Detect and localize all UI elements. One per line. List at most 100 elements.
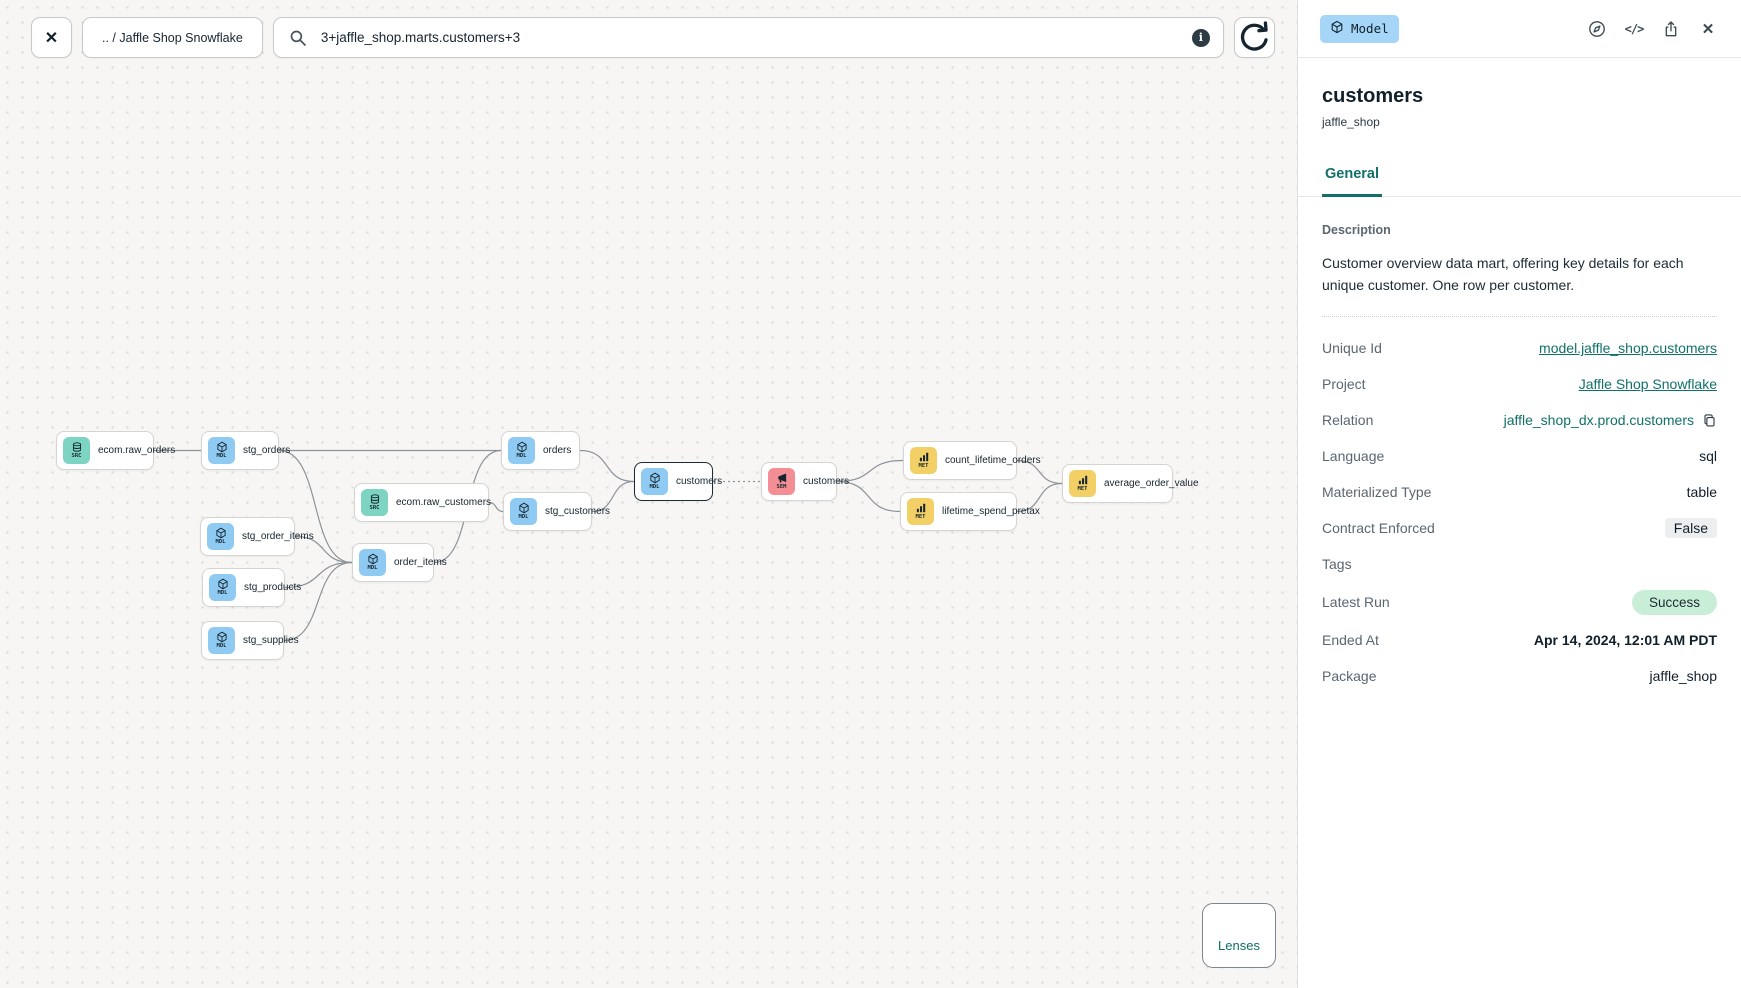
node-label: ecom.raw_customers xyxy=(396,497,492,508)
edge-stg_orders-to-order_items xyxy=(278,449,353,564)
cube-icon: MDL xyxy=(208,627,235,654)
graph-node-stg_products[interactable]: MDL stg_products xyxy=(202,568,301,607)
lenses-button[interactable]: Lenses xyxy=(1202,903,1276,968)
resource-type-badge: Model xyxy=(1320,14,1399,43)
graph-node-ecom.raw_orders[interactable]: SRC ecom.raw_orders xyxy=(56,431,175,470)
field-value: model.jaffle_shop.customers xyxy=(1539,340,1717,356)
graph-node-lifetime_spend_pretax[interactable]: MET lifetime_spend_pretax xyxy=(900,492,1040,531)
panel-actions: </> ✕ xyxy=(1586,18,1719,40)
field-value: jaffle_shop_dx.prod.customers xyxy=(1504,412,1717,428)
search-icon xyxy=(287,27,309,49)
panel-body: customers jaffle_shop General Descriptio… xyxy=(1298,58,1741,988)
edge-count_lifetime_orders-to-average_order_value xyxy=(1016,459,1063,485)
field-label: Project xyxy=(1322,376,1366,393)
node-label: ecom.raw_orders xyxy=(98,445,176,456)
node-label: stg_order_items xyxy=(242,531,314,542)
field-label: Language xyxy=(1322,448,1385,465)
code-icon[interactable]: </> xyxy=(1624,21,1645,36)
field-label: Unique Id xyxy=(1322,340,1382,357)
description-text: Customer overview data mart, offering ke… xyxy=(1322,255,1684,294)
node-label: order_items xyxy=(394,557,447,568)
lineage-search[interactable]: i xyxy=(272,17,1224,58)
field-value: False xyxy=(1664,518,1717,539)
refresh-button[interactable] xyxy=(1233,17,1275,58)
field-label: Package xyxy=(1322,668,1377,685)
relation-value: jaffle_shop_dx.prod.customers xyxy=(1503,412,1694,429)
field-label: Materialized Type xyxy=(1322,484,1432,501)
field-label: Relation xyxy=(1322,412,1374,429)
tab-general[interactable]: General xyxy=(1322,156,1382,197)
field-label: Tags xyxy=(1322,556,1352,573)
cube-icon: MDL xyxy=(207,523,234,550)
explore-compass-icon[interactable] xyxy=(1586,18,1608,40)
close-lineage-button[interactable]: ✕ xyxy=(31,17,72,58)
resource-type-label: Model xyxy=(1351,21,1389,36)
breadcrumb[interactable]: .. / Jaffle Shop Snowflake xyxy=(82,17,263,58)
cube-icon: MDL xyxy=(209,574,236,601)
lenses-label: Lenses xyxy=(1218,938,1260,953)
edge-customers_sem-to-count_lifetime_orders xyxy=(836,459,904,483)
field-value: Success xyxy=(1631,589,1717,615)
copy-icon[interactable] xyxy=(1702,413,1717,428)
dotted-divider xyxy=(1322,315,1717,317)
node-label: lifetime_spend_pretax xyxy=(942,506,1040,517)
contract-chip: False xyxy=(1664,518,1717,539)
node-label: stg_orders xyxy=(243,445,291,456)
edge-customers_sem-to-lifetime_spend_pretax xyxy=(836,480,901,513)
lineage-edges xyxy=(154,449,1063,642)
details-panel: Model </> ✕ customers jaffle_shop Genera… xyxy=(1298,0,1741,988)
field-label: Latest Run xyxy=(1322,594,1390,611)
bar-chart-icon: MET xyxy=(910,447,937,474)
node-label: average_order_value xyxy=(1104,478,1199,489)
node-label: stg_products xyxy=(244,582,302,593)
search-input[interactable] xyxy=(318,29,1182,46)
panel-tabs: General xyxy=(1298,156,1741,197)
description-label: Description xyxy=(1322,223,1391,237)
field-label: Ended At xyxy=(1322,632,1379,649)
graph-node-stg_order_items[interactable]: MDL stg_order_items xyxy=(200,517,314,556)
field-row-package: Package jaffle_shop xyxy=(1322,666,1717,687)
lineage-toolbar: ✕ .. / Jaffle Shop Snowflake i xyxy=(31,17,1275,58)
field-row-contract-enforced: Contract Enforced False xyxy=(1322,518,1717,539)
field-row-latest-run: Latest Run Success xyxy=(1322,589,1717,615)
field-link[interactable]: model.jaffle_shop.customers xyxy=(1539,340,1717,357)
edge-orders-to-customers xyxy=(579,449,635,483)
share-icon[interactable] xyxy=(1660,18,1682,40)
node-label: customers xyxy=(676,476,723,487)
status-badge: Success xyxy=(1631,589,1717,615)
field-value: jaffle_shop xyxy=(1649,668,1717,685)
graph-node-customers[interactable]: MDL customers xyxy=(634,462,722,501)
close-panel-icon[interactable]: ✕ xyxy=(1701,20,1715,38)
field-row-materialized-type: Materialized Type table xyxy=(1322,482,1717,503)
edge-stg_products-to-order_items xyxy=(284,561,353,589)
field-row-unique-id: Unique Id model.jaffle_shop.customers xyxy=(1322,338,1717,359)
info-icon[interactable]: i xyxy=(1191,28,1210,47)
database-icon: SRC xyxy=(63,437,90,464)
cube-icon xyxy=(1330,20,1344,37)
cube-icon: MDL xyxy=(510,498,537,525)
field-value: table xyxy=(1686,484,1717,501)
node-label: orders xyxy=(543,445,572,456)
field-value: Jaffle Shop Snowflake xyxy=(1579,376,1717,392)
graph-node-orders[interactable]: MDL orders xyxy=(501,431,580,470)
cube-icon: MDL xyxy=(508,437,535,464)
node-label: stg_customers xyxy=(545,506,611,517)
field-label: Contract Enforced xyxy=(1322,520,1435,537)
graph-node-stg_customers[interactable]: MDL stg_customers xyxy=(503,492,610,531)
general-section: Description Customer overview data mart,… xyxy=(1322,223,1717,687)
field-value: Apr 14, 2024, 12:01 AM PDT xyxy=(1533,632,1717,649)
bar-chart-icon: MET xyxy=(907,498,934,525)
megaphone-icon: SEM xyxy=(768,468,795,495)
cube-icon: MDL xyxy=(641,468,668,495)
panel-header: Model </> ✕ xyxy=(1298,0,1741,58)
field-link[interactable]: Jaffle Shop Snowflake xyxy=(1578,376,1717,393)
